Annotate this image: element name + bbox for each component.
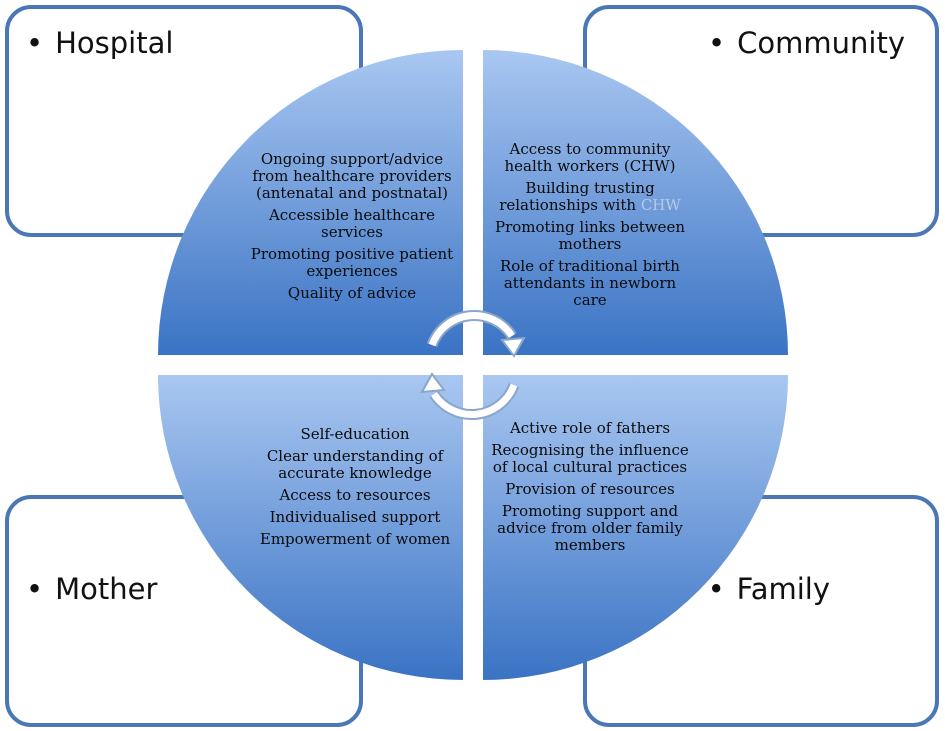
family-label: •Family	[707, 572, 830, 606]
family-item: Promoting support and advice from older …	[497, 502, 683, 554]
community-item: Building trusting relationships with CHW	[488, 180, 692, 214]
quadrant-community	[483, 50, 788, 355]
hospital-label: •Hospital	[26, 26, 174, 60]
mother-items: Self-education Clear understanding of ac…	[252, 426, 458, 553]
mother-item: Individualised support	[269, 508, 441, 526]
family-item: Recognising the influence of local cultu…	[491, 441, 689, 476]
community-item: Promoting links between mothers	[495, 218, 685, 253]
mother-item: Empowerment of women	[259, 530, 451, 548]
cycle-arrows-icon	[420, 310, 526, 420]
mother-label: •Mother	[26, 572, 158, 606]
community-item-text: Building trusting relationships with	[499, 179, 655, 214]
bullet-icon: •	[708, 26, 726, 60]
community-item: Role of traditional birth attendants in …	[500, 257, 680, 309]
hospital-items: Ongoing support/advice from healthcare p…	[248, 151, 456, 307]
family-item: Provision of resources	[505, 480, 675, 498]
hospital-item: Ongoing support/advice from healthcare p…	[252, 150, 452, 202]
mother-item: Access to resources	[279, 486, 431, 504]
community-item-faded: CHW	[640, 196, 681, 214]
mother-item: Self-education	[300, 425, 410, 443]
quadrant-hospital	[158, 50, 463, 355]
bullet-icon: •	[26, 26, 44, 60]
hospital-item: Promoting positive patient experiences	[250, 245, 454, 280]
quadrant-mother	[158, 375, 463, 680]
community-item: Access to community health workers (CHW)	[504, 140, 676, 175]
family-items: Active role of fathers Recognising the i…	[488, 420, 692, 559]
community-items: Access to community health workers (CHW)…	[488, 141, 692, 314]
hospital-item: Accessible healthcare services	[268, 206, 436, 241]
quadrant-family	[483, 375, 788, 680]
community-label: •Community	[708, 26, 905, 60]
hospital-item: Quality of advice	[287, 284, 417, 302]
bullet-icon: •	[26, 572, 44, 606]
bullet-icon: •	[707, 572, 725, 606]
mother-item: Clear understanding of accurate knowledg…	[266, 447, 444, 482]
family-item: Active role of fathers	[509, 419, 671, 437]
